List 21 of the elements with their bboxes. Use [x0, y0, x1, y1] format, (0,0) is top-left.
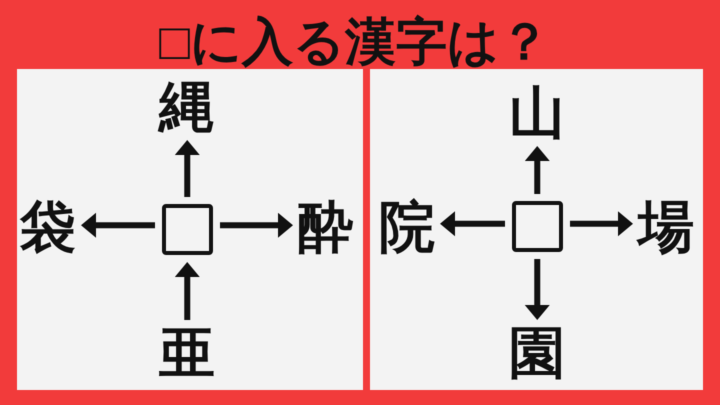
arrow	[440, 211, 505, 236]
arrow	[220, 212, 293, 238]
kanji: 縄	[159, 79, 215, 135]
kanji: 亜	[159, 325, 215, 381]
puzzle-panel	[370, 69, 703, 390]
kanji: 園	[509, 325, 565, 381]
kanji: 山	[509, 85, 565, 141]
kanji: 場	[638, 199, 694, 255]
arrow	[524, 146, 550, 194]
puzzle-panel	[17, 69, 363, 390]
arrow	[81, 212, 155, 238]
kanji: 袋	[20, 199, 76, 255]
answer-box	[512, 201, 563, 252]
arrow	[174, 262, 200, 320]
title: □に入る漢字は？	[158, 16, 551, 67]
arrow	[174, 140, 200, 197]
answer-box	[162, 204, 213, 255]
kanji: 院	[379, 199, 435, 255]
arrow	[524, 259, 550, 320]
kanji: 酔	[298, 199, 354, 255]
arrow	[570, 211, 633, 236]
